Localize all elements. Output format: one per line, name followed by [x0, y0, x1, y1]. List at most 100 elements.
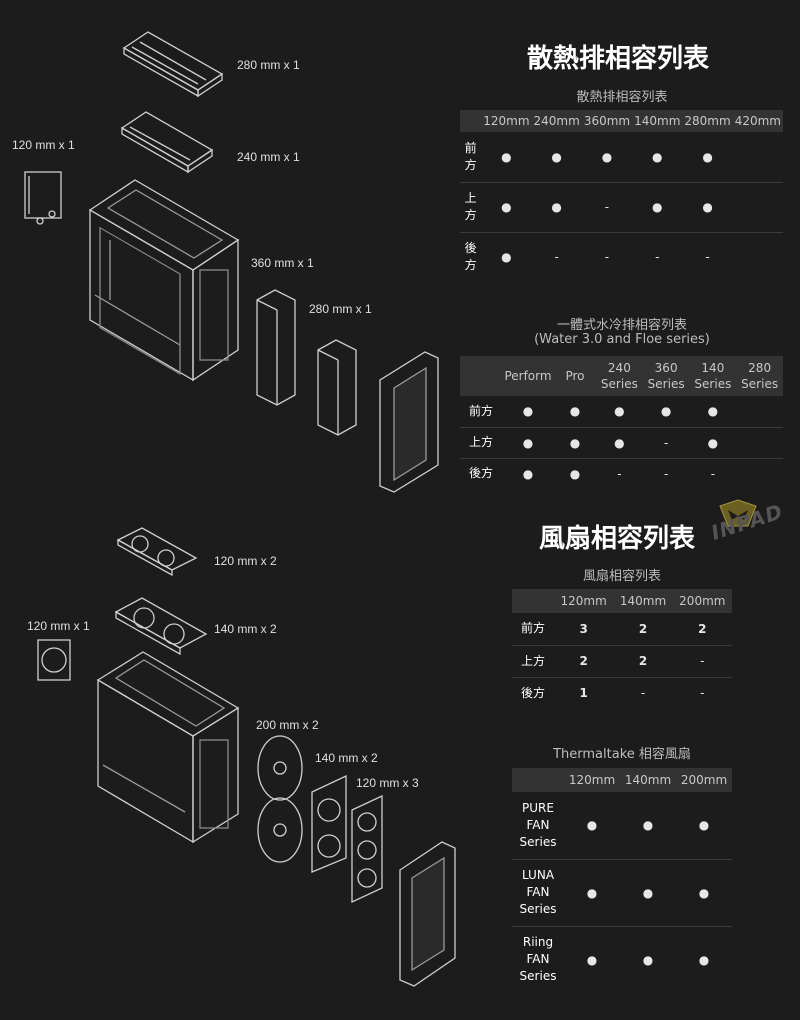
- table-cell: ●: [682, 182, 733, 233]
- col-header: 280mm: [682, 110, 733, 132]
- fan-120-rear: [37, 639, 71, 681]
- table-cell: ●: [554, 396, 596, 428]
- table-row: 前方 3 2 2: [512, 613, 732, 646]
- table-cell: -: [700, 686, 705, 701]
- fan-140-front-pair: [311, 774, 347, 873]
- table-cell: ●: [682, 132, 733, 183]
- table-cell: ●: [554, 427, 596, 459]
- col-header: 200mm: [676, 768, 732, 792]
- table-cell: ●: [689, 396, 737, 428]
- radiator-360-front: [256, 289, 296, 406]
- table-cell: ●: [501, 250, 512, 265]
- table-cell: 1: [579, 686, 588, 701]
- row-label: 上方: [460, 427, 502, 459]
- label-fan-120-top: 120 mm x 2: [214, 554, 277, 568]
- table-cell: ●: [531, 132, 582, 183]
- row-label: 上方: [460, 182, 482, 233]
- owl-icon: [719, 499, 757, 527]
- col-header: 120mm: [481, 110, 532, 132]
- table-cell: [736, 396, 783, 428]
- fan-140-top-pair: [114, 597, 208, 656]
- col-header: 140 Series: [689, 356, 737, 396]
- row-label: 前方: [512, 613, 554, 646]
- fan-120-front-triple: [351, 794, 383, 904]
- aio-table: Perform Pro 240 Series 360 Series 140 Se…: [460, 356, 783, 489]
- label-radiator-120-rear: 120 mm x 1: [12, 138, 75, 152]
- table-cell: -: [640, 686, 646, 701]
- front-panel-top: [379, 351, 439, 493]
- table-cell: [736, 458, 783, 489]
- col-header: 120mm: [564, 768, 620, 792]
- table-cell: ●: [596, 396, 643, 428]
- fan-diagram: [37, 527, 456, 987]
- table-cell: -: [663, 466, 669, 481]
- fan-200-front-pair: [257, 735, 303, 863]
- table-cell: ●: [632, 182, 683, 233]
- table-cell: ●: [586, 952, 598, 967]
- table-row: 後方 ● ● - - -: [460, 458, 783, 489]
- table-row: 前方 ● ● ● ● ●: [460, 132, 783, 183]
- col-header: 280 Series: [736, 356, 783, 396]
- col-header: 360mm: [581, 110, 633, 132]
- fan-section-title: 風扇相容列表: [539, 524, 696, 554]
- label-fan-140-front: 140 mm x 2: [315, 751, 378, 765]
- table-cell: ●: [632, 132, 683, 183]
- table-cell: -: [617, 466, 622, 481]
- fan-120-top-pair: [116, 527, 198, 577]
- table-cell: ●: [481, 132, 532, 183]
- tt-table-caption: Thermaltake 相容風扇: [553, 747, 691, 762]
- label-fan-120-rear: 120 mm x 1: [27, 619, 90, 633]
- label-radiator-360-front: 360 mm x 1: [251, 256, 314, 270]
- col-header: 140mm: [620, 768, 676, 792]
- inpad-logo: INPAD: [708, 496, 798, 562]
- label-fan-140-top: 140 mm x 2: [214, 622, 277, 636]
- front-panel-bottom: [399, 841, 456, 987]
- aio-caption-line2: (Water 3.0 and Floe series): [534, 332, 710, 347]
- table-cell: ●: [698, 952, 710, 967]
- label-radiator-280-front: 280 mm x 1: [309, 302, 372, 316]
- radiator-280-top: [122, 31, 224, 98]
- col-header: 140mm: [613, 589, 673, 613]
- table-row: 前方 ● ● ● ● ●: [460, 396, 783, 428]
- table-row: 後方 1 - -: [512, 677, 732, 709]
- table-cell: [732, 182, 783, 233]
- col-header: Perform: [502, 356, 554, 396]
- table-cell: ●: [642, 396, 690, 428]
- case-outline-top: [88, 179, 240, 382]
- row-label: 後方: [520, 685, 545, 700]
- table-cell: ●: [564, 792, 620, 860]
- table-cell: ●: [581, 132, 633, 183]
- radiator-280-front: [317, 339, 357, 436]
- table-cell: 3: [554, 613, 614, 646]
- radiator-240-top: [120, 111, 214, 174]
- fan-table-caption: 風扇相容列表: [582, 569, 661, 584]
- table-cell: -: [655, 250, 660, 265]
- radiator-table-caption: 散熱排相容列表: [576, 90, 668, 105]
- table-cell: [732, 132, 783, 183]
- table-cell: -: [710, 466, 716, 481]
- radiator-table: 120mm 240mm 360mm 140mm 280mm 420mm 前方 ●…: [460, 110, 783, 282]
- radiator-diagram: [24, 31, 439, 493]
- table-cell: ●: [502, 396, 554, 428]
- col-header: 200mm: [672, 589, 732, 613]
- table-row: 上方 ● ● - ● ●: [460, 182, 783, 233]
- table-cell: ●: [481, 182, 532, 233]
- table-cell: ●: [676, 859, 732, 927]
- label-radiator-280-top: 280 mm x 1: [237, 58, 300, 72]
- table-cell: ●: [642, 952, 654, 967]
- table-cell: ●: [620, 859, 676, 927]
- table-cell: ●: [522, 466, 534, 481]
- case-outline-bottom: [96, 651, 240, 844]
- row-label: 前方: [460, 132, 482, 183]
- label-fan-200-front: 200 mm x 2: [256, 718, 319, 732]
- table-row: 後方 ● - - - -: [460, 232, 783, 282]
- col-header: 240 Series: [596, 356, 643, 396]
- table-cell: 2: [554, 645, 614, 678]
- table-cell: -: [604, 250, 610, 265]
